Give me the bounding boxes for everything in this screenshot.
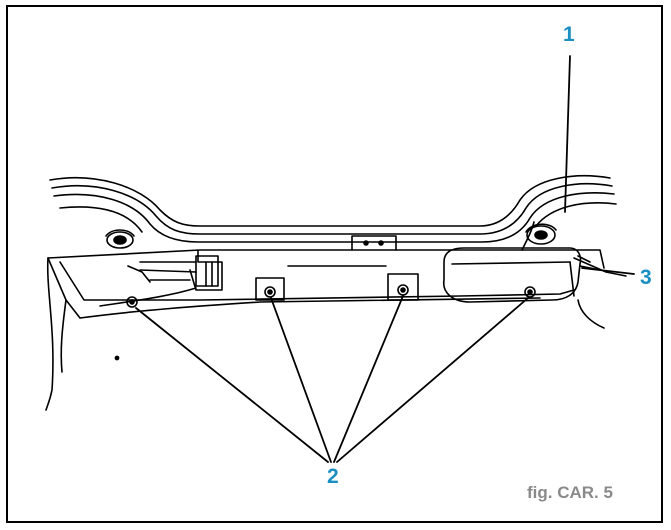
right-grommet (525, 223, 557, 245)
callout-2: 2 (327, 465, 339, 488)
fixing-nuts (126, 284, 536, 308)
side-cover (443, 247, 627, 303)
body-panel-contours (49, 175, 617, 251)
crossmember (47, 235, 605, 319)
lower-body-edges (45, 257, 605, 411)
diagram-frame (6, 5, 663, 523)
figure-label: fig. CAR. 5 (527, 483, 613, 502)
left-grommet (105, 229, 135, 249)
callout-3: 3 (640, 266, 652, 289)
leader-lines (135, 55, 635, 463)
callout-1: 1 (563, 23, 575, 46)
